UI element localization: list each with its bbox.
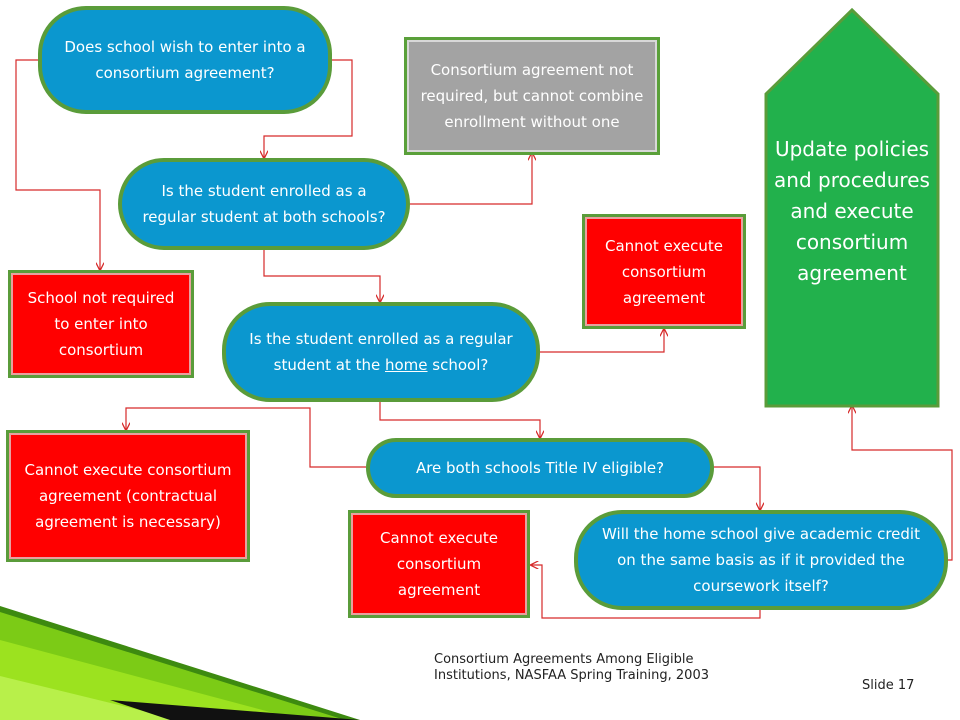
arrow-q5-to-update — [852, 406, 953, 561]
stop-school-not-required: School not required to enter into consor… — [8, 270, 194, 378]
stop-cannot-execute-1: Cannot execute consortium agreement — [582, 214, 746, 329]
arrow-q4-to-cannot-execute-contractual — [126, 407, 366, 468]
decision-enrolled-both-text: Is the student enrolled as a regular stu… — [142, 182, 386, 226]
decision-academic-credit-text: Will the home school give academic credi… — [602, 525, 920, 595]
arrow-q3-to-q4 — [379, 402, 540, 438]
arrow-q5-to-cannot-execute-2 — [531, 565, 761, 619]
decision-enrolled-home-text-start: Is the student enrolled as a regular stu… — [249, 330, 513, 374]
stop-cannot-execute-2: Cannot execute consortium agreement — [348, 510, 530, 618]
arrow-q2-to-q3 — [263, 250, 380, 302]
stop-school-not-required-text: School not required to enter into consor… — [27, 289, 175, 359]
stop-cannot-execute-1-text: Cannot execute consortium agreement — [605, 236, 723, 307]
note-not-required: Consortium agreement not required, but c… — [404, 37, 660, 155]
stop-cannot-execute-2-text: Cannot execute consortium agreement — [380, 529, 498, 599]
decision-enrolled-home-text: Is the student enrolled as a regular stu… — [244, 326, 518, 378]
update-arrow-shape — [764, 7, 940, 408]
update-policies-text: Update policies and procedures and execu… — [774, 137, 930, 285]
arrow-q2-to-not-required — [410, 153, 532, 205]
stop-cannot-execute-contractual-text: Cannot execute consortium agreement (con… — [24, 461, 232, 531]
decision-enrolled-home-text-end: school? — [427, 356, 489, 374]
footer-citation: Consortium Agreements Among Eligible Ins… — [434, 652, 709, 683]
slide-number: Slide 17 — [862, 678, 915, 693]
decision-title-iv: Are both schools Title IV eligible? — [366, 438, 714, 498]
arrow-q4-to-q5 — [712, 466, 760, 510]
note-not-required-text: Consortium agreement not required, but c… — [420, 61, 644, 131]
decision-title-iv-text: Are both schools Title IV eligible? — [415, 459, 665, 477]
home-underlined-text: home — [384, 356, 428, 374]
decision-wish-to-enter-text: Does school wish to enter into a consort… — [64, 38, 306, 82]
decision-academic-credit: Will the home school give academic credi… — [574, 510, 948, 610]
stop-cannot-execute-contractual: Cannot execute consortium agreement (con… — [6, 430, 250, 562]
decision-enrolled-both: Is the student enrolled as a regular stu… — [118, 158, 410, 250]
arrow-q1-to-school-not-required — [15, 59, 100, 270]
decision-enrolled-home: Is the student enrolled as a regular stu… — [222, 302, 540, 402]
arrow-q1-to-q2 — [264, 59, 353, 158]
decision-wish-to-enter: Does school wish to enter into a consort… — [38, 6, 332, 114]
decorative-wedge — [0, 606, 360, 720]
arrow-q3-to-cannot-execute-1 — [538, 329, 664, 353]
